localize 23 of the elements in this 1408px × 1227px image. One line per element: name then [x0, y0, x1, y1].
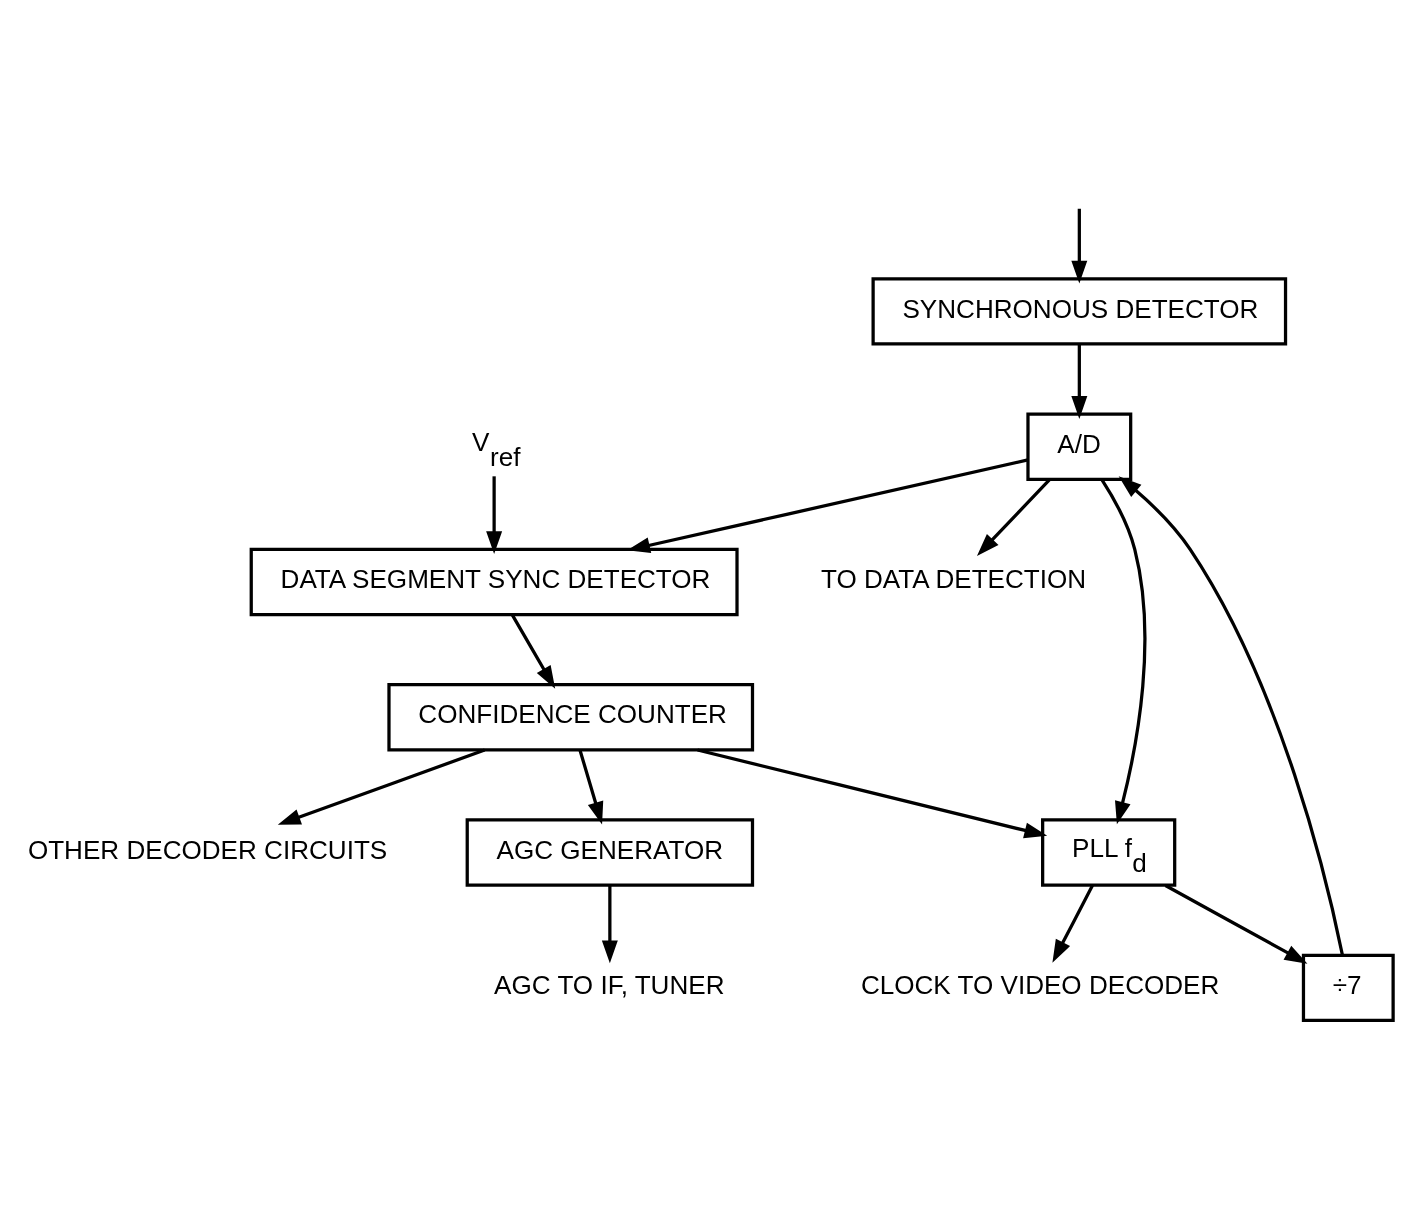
arrow: [697, 747, 1048, 838]
node-box: AGC GENERATOR: [465, 817, 755, 887]
arrow: [976, 478, 1051, 556]
arrow: [1071, 343, 1088, 419]
node-text: AGC TO IF, TUNER: [494, 969, 725, 1000]
arrow: [1071, 208, 1088, 284]
arrow: [1118, 475, 1344, 955]
node-text: TO DATA DETECTION: [820, 563, 1087, 594]
arrow: [601, 885, 618, 963]
arrow: [1100, 477, 1147, 824]
arrow: [578, 749, 604, 825]
arrow: [1052, 884, 1094, 963]
arrow: [486, 475, 503, 554]
node-box: DATA SEGMENT SYNC DETECTOR: [249, 547, 739, 616]
arrow: [1164, 883, 1308, 964]
node-text: CLOCK TO VIDEO DECODER: [860, 969, 1220, 1000]
node-text: OTHER DECODER CIRCUITS: [27, 834, 388, 865]
arrow: [277, 748, 486, 825]
node-box: ÷7: [1301, 953, 1395, 1022]
arrow: [510, 613, 556, 689]
node-box: A/D: [1026, 411, 1133, 481]
node-box: CONFIDENCE COUNTER: [387, 682, 755, 751]
node-box: SYNCHRONOUS DETECTOR: [871, 276, 1288, 346]
